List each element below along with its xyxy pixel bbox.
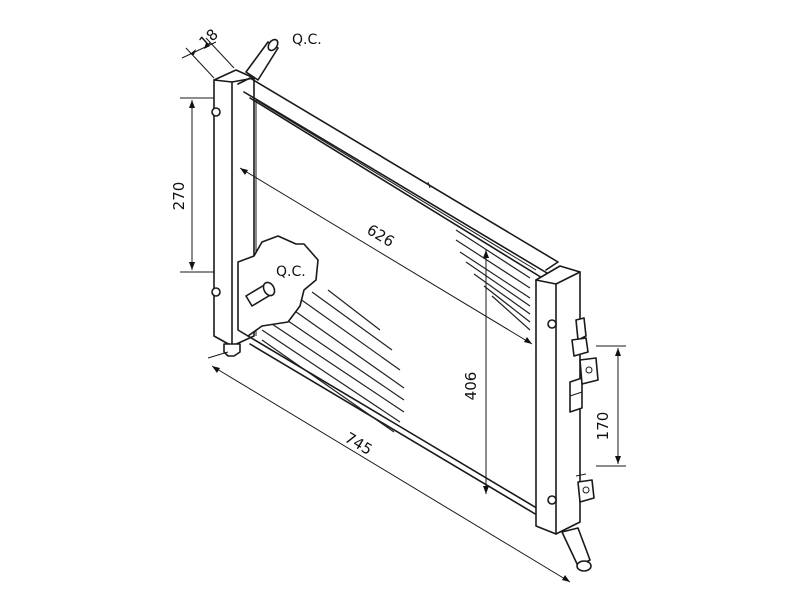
right-tank xyxy=(535,265,589,535)
core-width-label: 626 xyxy=(364,221,398,251)
core-fins-lower xyxy=(261,289,405,433)
dim-thickness xyxy=(181,37,235,79)
lower-bracket xyxy=(575,473,595,503)
core-height-label: 406 xyxy=(462,372,480,401)
dim-bracket-spacing xyxy=(596,345,626,467)
inlet-height-label: 270 xyxy=(170,182,188,211)
thickness-label: 18 xyxy=(196,25,222,51)
dim-overall-width xyxy=(207,351,571,583)
bracket-spacing-label: 170 xyxy=(594,412,612,441)
right-mount-bottom xyxy=(547,495,557,505)
left-drain-plug xyxy=(223,343,241,357)
mid-qc-outlet xyxy=(237,235,319,337)
qc-mid-label: Q.C. xyxy=(276,264,306,280)
dim-inlet-height xyxy=(180,97,214,273)
dim-core-height xyxy=(483,250,489,494)
right-mount-top xyxy=(547,319,557,329)
upper-bracket xyxy=(579,357,599,385)
top-qc-pipe xyxy=(245,38,279,81)
left-mount-bottom xyxy=(211,287,221,297)
qc-top-label: Q.C. xyxy=(292,32,322,48)
bottom-right-pipe xyxy=(561,527,592,572)
dim-core-width xyxy=(239,167,533,345)
core-fins-upper xyxy=(455,229,531,331)
left-mount-top xyxy=(211,107,221,117)
